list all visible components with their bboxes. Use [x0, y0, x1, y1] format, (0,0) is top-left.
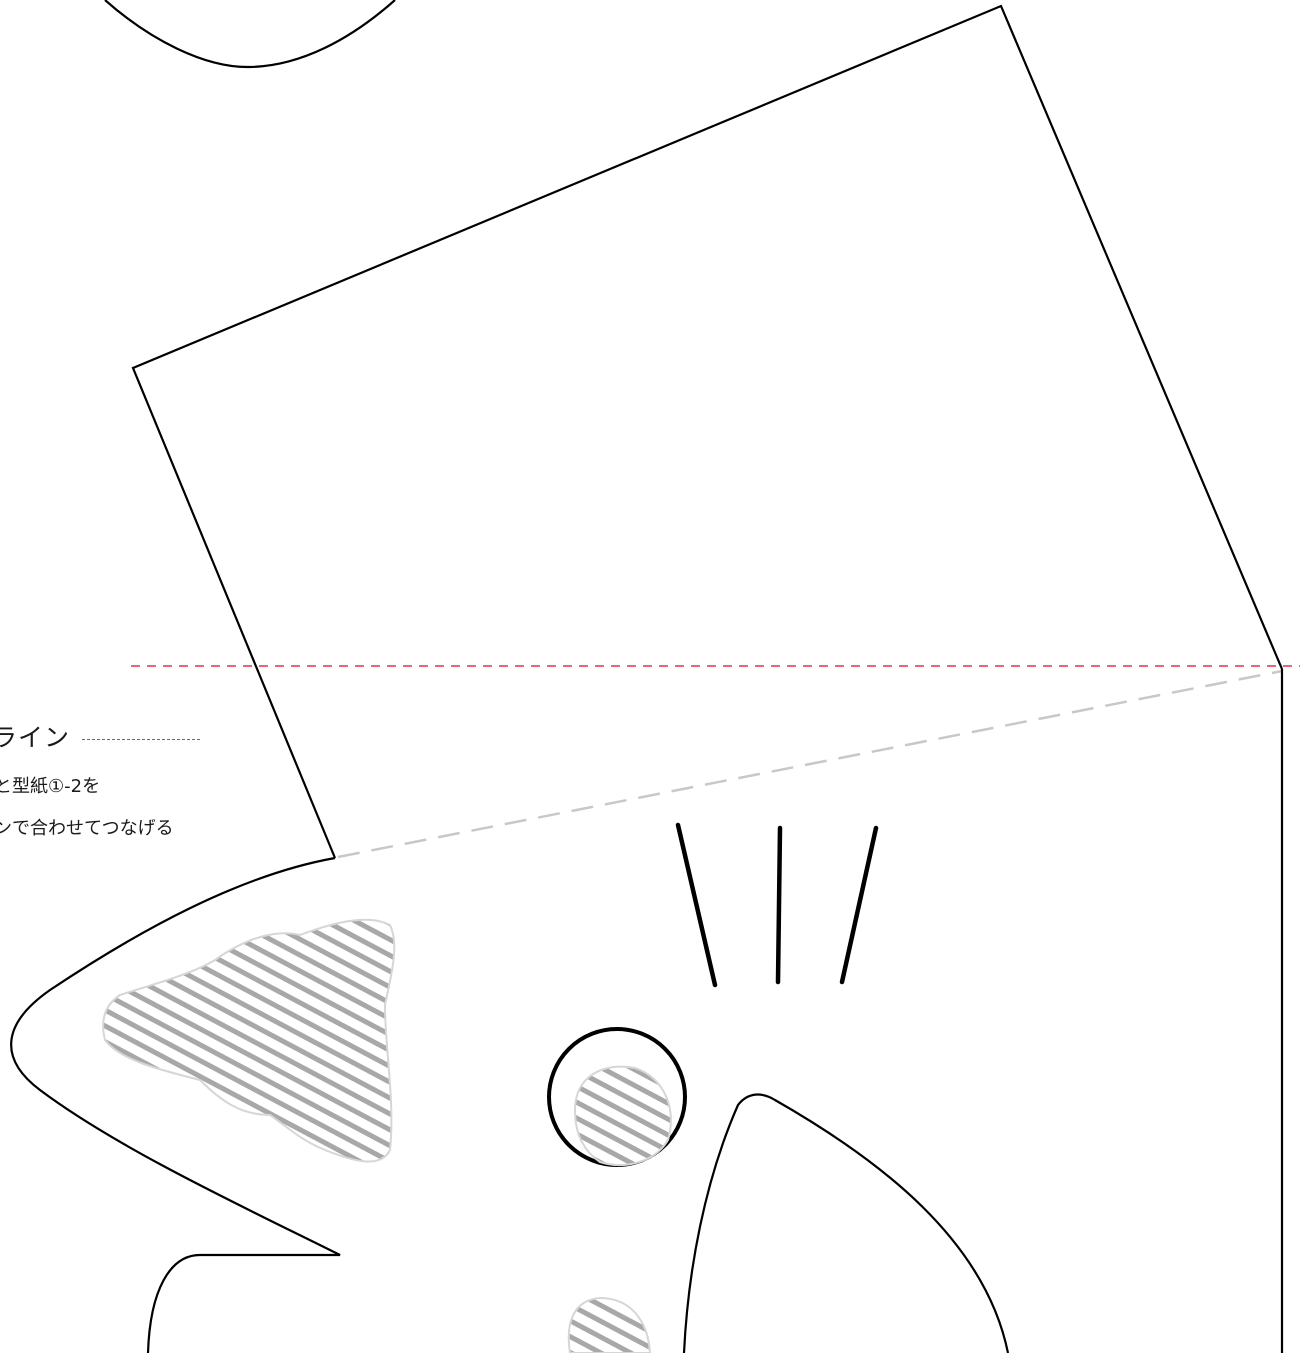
whisker-right	[839, 825, 879, 985]
muzzle-outline	[682, 1093, 1010, 1354]
whisker-center	[775, 825, 783, 985]
cat-face-outline	[10, 856, 341, 1354]
legend-instruction-line-1: と型紙①-2を	[0, 776, 101, 797]
ear-curve	[104, 0, 396, 69]
head-panel	[131, 4, 1284, 859]
joint-line	[337, 669, 1283, 859]
eye-patch	[573, 1065, 672, 1166]
nose-patch	[567, 1296, 652, 1354]
legend-instruction-line-2: ンで合わせてつなげる	[0, 818, 174, 839]
whisker-left	[675, 822, 718, 988]
legend-title: ライン	[0, 718, 201, 754]
legend-red-dash-sample	[82, 738, 201, 740]
legend-title-text: ライン	[0, 723, 71, 752]
cheek-patch	[102, 918, 396, 1163]
